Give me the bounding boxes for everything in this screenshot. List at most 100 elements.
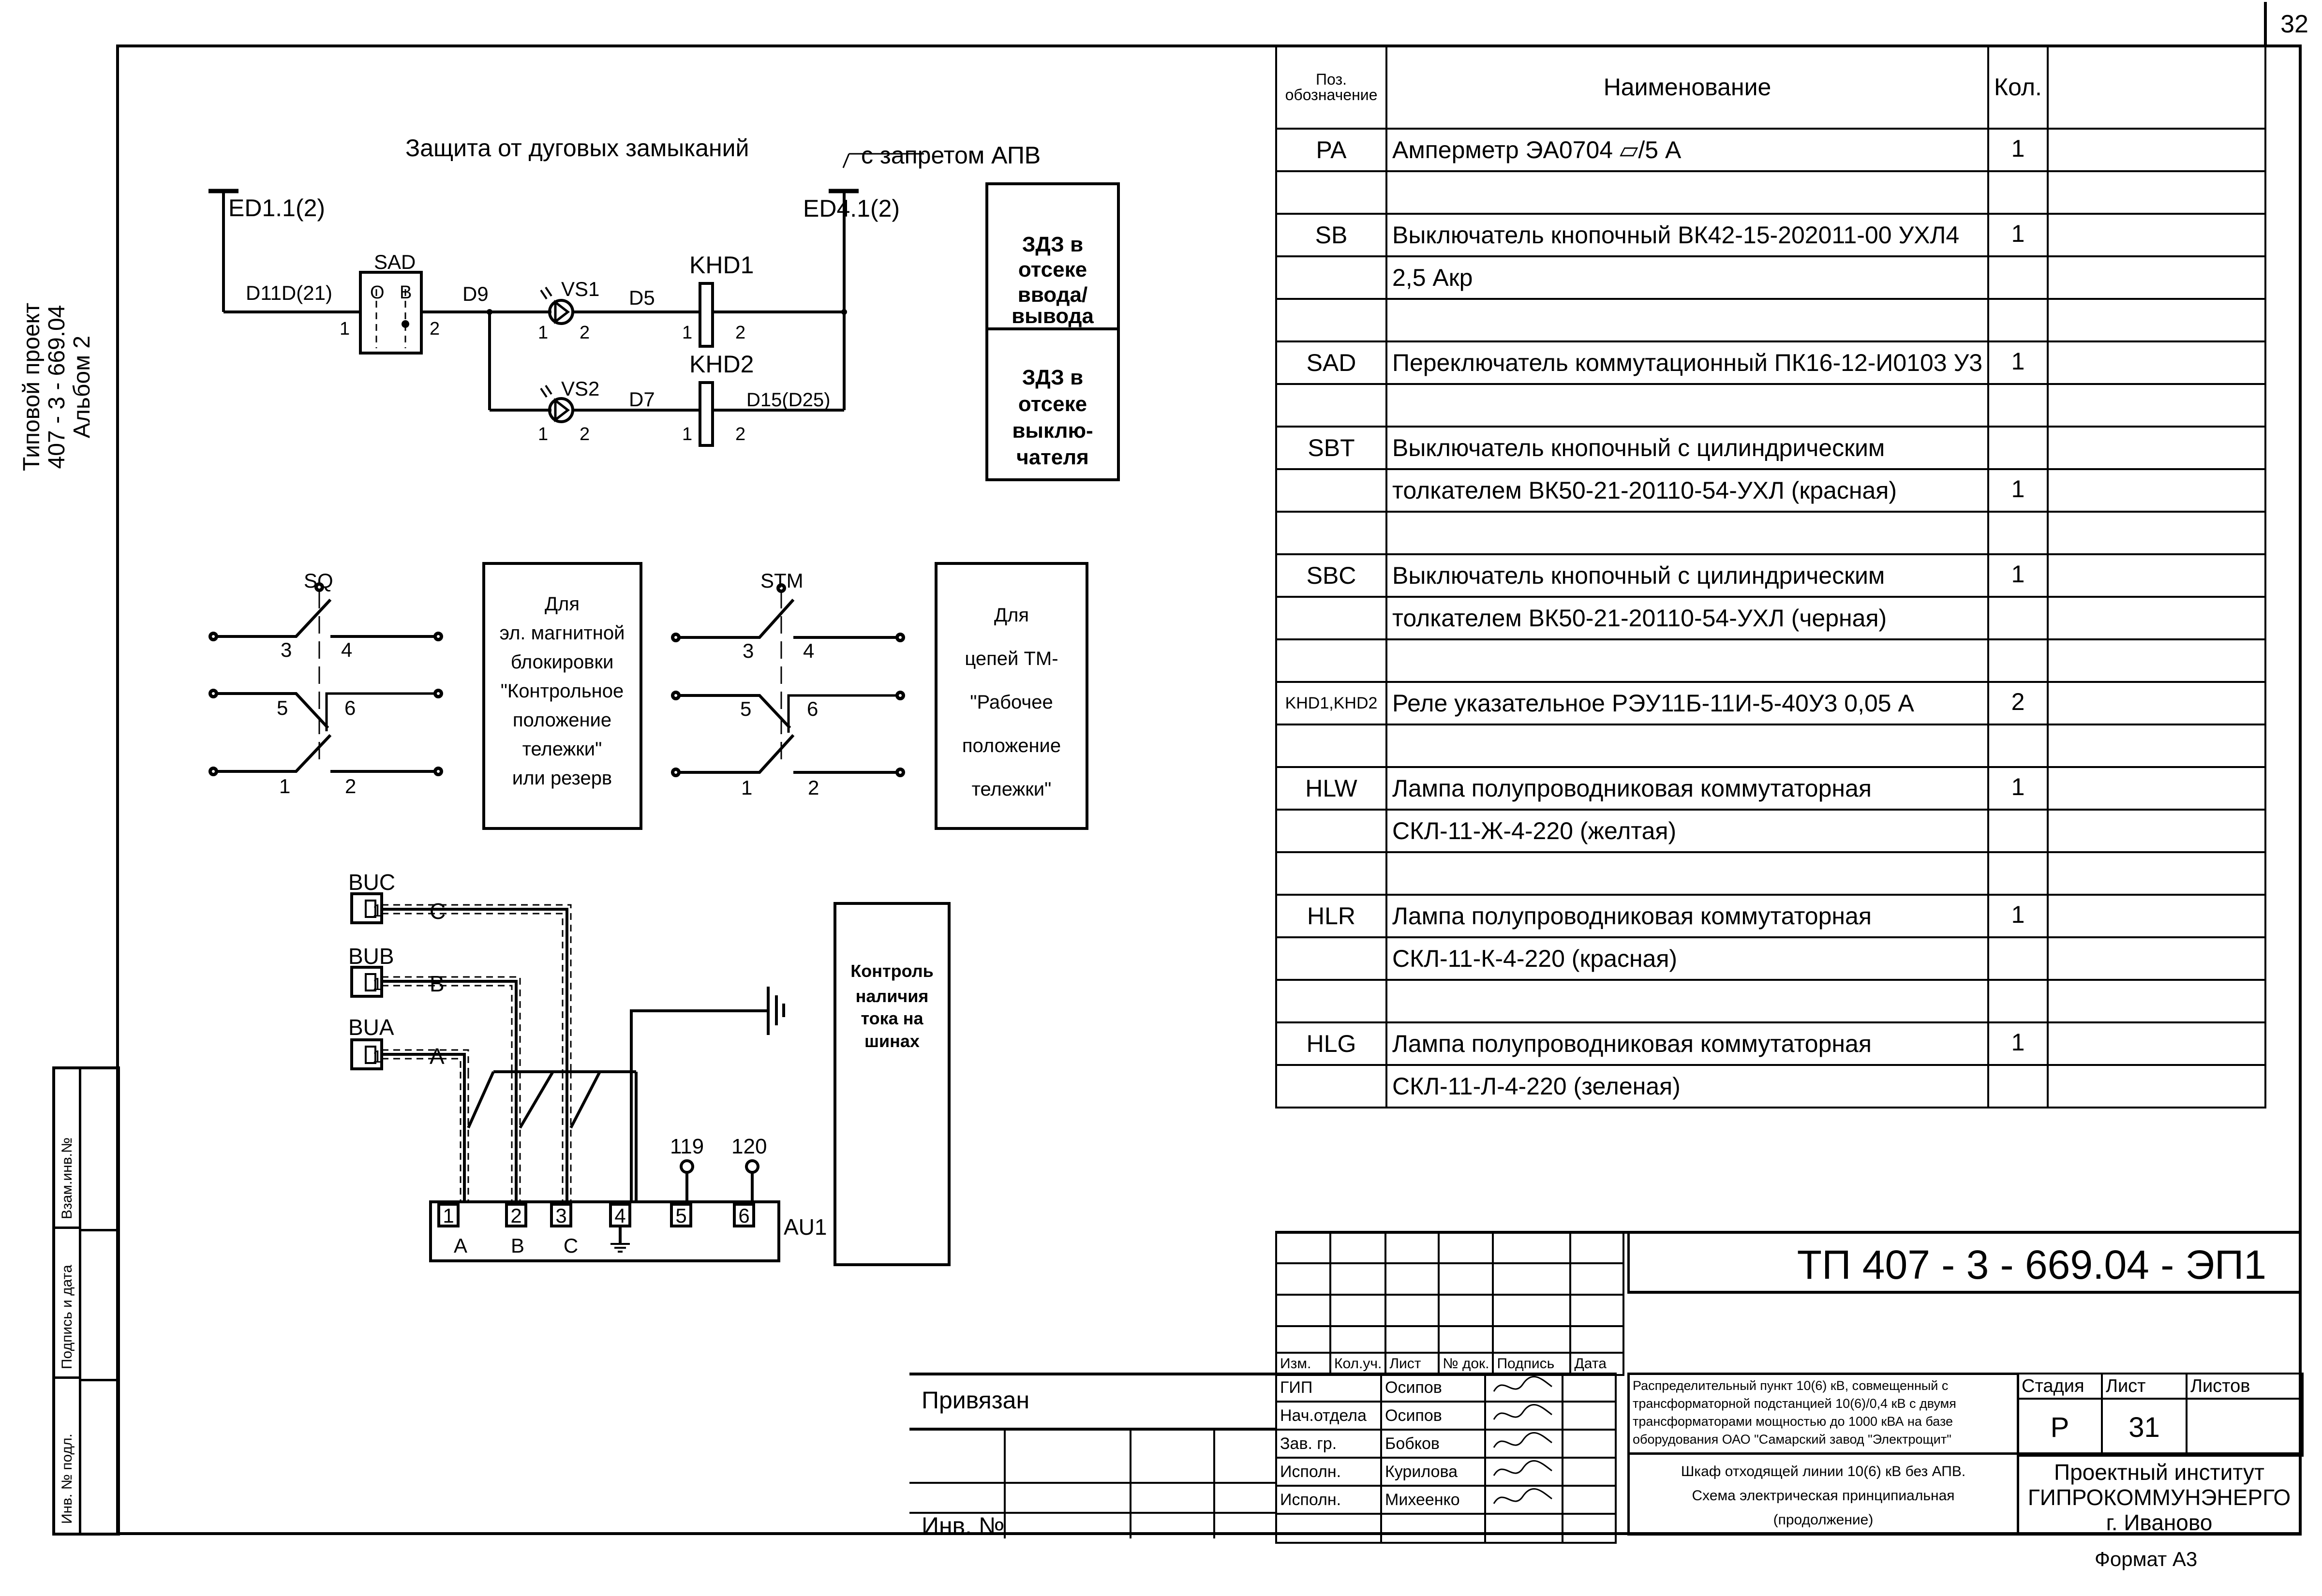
label-vs2: VS2 [561, 377, 599, 400]
au1-terminal-6 [733, 1203, 755, 1227]
project-desc-line4: оборудования ОАО "Самарский завод "Элект… [1633, 1432, 1951, 1447]
spec-pos: SBC [1275, 553, 1387, 598]
binding-label: Привязан [922, 1387, 1030, 1414]
label-vs2-pin2: 2 [580, 424, 590, 444]
spec-row [1275, 724, 2266, 768]
spec-pos [1275, 511, 1387, 555]
rev-header-data: Дата [1569, 1352, 1625, 1376]
au1-terminal-2 [505, 1203, 527, 1227]
wire-phase-b [382, 980, 518, 1072]
spec-qty: 1 [1987, 468, 2049, 513]
signer-name: Осипов [1380, 1401, 1486, 1431]
label-khd1-pin2: 2 [735, 323, 745, 343]
sq-box-line7: или резерв [512, 768, 612, 789]
spec-row [1275, 979, 2266, 1023]
zdz-top-line4: вывода [1012, 304, 1094, 328]
spec-qty [1987, 979, 2049, 1023]
spec-qty [1987, 596, 2049, 640]
header-name: Наименование [1385, 44, 1990, 130]
sensor-labels: BUC C BUB B BUA A 1 1 1 119 120 AU1 [348, 870, 827, 1240]
spec-name: Лампа полупроводниковая коммутаторная [1385, 766, 1990, 811]
rev-header-izm: Изм. [1275, 1352, 1331, 1376]
stm-pin-6: 6 [807, 697, 818, 720]
spec-qty [1987, 809, 2049, 853]
label-d11d: D11D(21) [246, 281, 332, 304]
label-d7: D7 [629, 388, 655, 411]
label-d9: D9 [462, 282, 489, 305]
stage-label: Стадия [2017, 1373, 2103, 1400]
label-d15: D15(D25) [746, 389, 830, 411]
zdz-bottom-line1: ЗДЗ в [1022, 366, 1083, 389]
zdz-top-line3: ввода/ [1018, 283, 1087, 307]
zdz-top-line1: ЗДЗ в [1022, 233, 1083, 256]
spec-qty [1987, 255, 2049, 300]
spec-pos [1275, 170, 1387, 215]
spec-note [2046, 298, 2266, 342]
spec-pos [1275, 468, 1387, 513]
spec-qty [1987, 936, 2049, 981]
spec-name [1385, 979, 1990, 1023]
current-control-box [834, 902, 951, 1266]
spec-note [2046, 170, 2266, 215]
stamp-divider [81, 1229, 120, 1231]
spec-qty: 1 [1987, 1021, 2049, 1066]
stm-pin-1: 1 [741, 776, 752, 799]
spec-qty [1987, 1064, 2049, 1108]
label-sad-pin1: 1 [340, 319, 350, 339]
spec-note [2046, 553, 2266, 598]
signer-name: Бобков [1380, 1429, 1486, 1459]
signature-icon [1493, 1488, 1552, 1504]
spec-pos: HLG [1275, 1021, 1387, 1066]
spec-name [1385, 170, 1990, 215]
spec-qty: 1 [1987, 128, 2049, 172]
zdz-bottom-line2: отсеке [1018, 392, 1087, 416]
signature-icon [1493, 1404, 1552, 1420]
spec-name: СКЛ-11-Ж-4-220 (желтая) [1385, 809, 1990, 853]
spec-note [2046, 1021, 2266, 1066]
project-desc-line3: трансформаторами мощностью до 1000 кВА н… [1633, 1414, 1953, 1429]
sq-box-line5: положение [513, 709, 611, 731]
spec-name: СКЛ-11-К-4-220 (красная) [1385, 936, 1990, 981]
sheet-title: Шкаф отходящей линии 10(6) кВ без АПВ. С… [1627, 1452, 2019, 1536]
revision-header-row: Изм. Кол.уч. Лист № док. Подпись Дата [1275, 1352, 1625, 1376]
label-sad-pin2: 2 [430, 319, 440, 339]
au1-terminal-labels: 1 2 3 4 5 6 A B C [443, 1204, 749, 1257]
spec-pos [1275, 298, 1387, 342]
au1-phase-b: B [511, 1234, 524, 1257]
org-line3: г. Иваново [2106, 1510, 2213, 1535]
title-block [1275, 1231, 2302, 1538]
label-vs1-pin1: 1 [538, 323, 548, 343]
label-119: 119 [670, 1135, 704, 1158]
spec-qty: 1 [1987, 340, 2049, 385]
signer-empty-cell [1484, 1513, 1563, 1544]
signer-signature [1484, 1485, 1563, 1515]
spec-qty [1987, 724, 2049, 768]
spec-pos [1275, 979, 1387, 1023]
header-qty: Кол. [1987, 44, 2049, 130]
spec-header-row: Поз. обозначение Наименование Кол. [1275, 44, 2266, 130]
sheet-number: 32 [2264, 2, 2322, 46]
spec-row [1275, 170, 2266, 215]
stm-pin-2: 2 [808, 776, 819, 799]
spec-note [2046, 724, 2266, 768]
spec-name: Амперметр ЭА0704 ▱/5 А [1385, 128, 1990, 172]
signer-signature [1484, 1429, 1563, 1459]
signer-row: Зав. гр.Бобков [1275, 1429, 1617, 1459]
spec-pos [1275, 809, 1387, 853]
project-desc-line2: трансформаторной подстанцией 10(6)/0,4 к… [1633, 1396, 1956, 1411]
spec-note [2046, 979, 2266, 1023]
label-stm: STM [760, 569, 804, 592]
control-line4: шинах [864, 1031, 920, 1051]
label-au1: AU1 [784, 1214, 827, 1240]
spec-qty: 1 [1987, 894, 2049, 938]
stage-table: Стадия Лист Листов Р 31 [2017, 1373, 2304, 1457]
sheet-title-line3: (продолжение) [1773, 1512, 1874, 1528]
au1-t5-label: 5 [675, 1204, 686, 1227]
spec-qty: 1 [1987, 766, 2049, 811]
